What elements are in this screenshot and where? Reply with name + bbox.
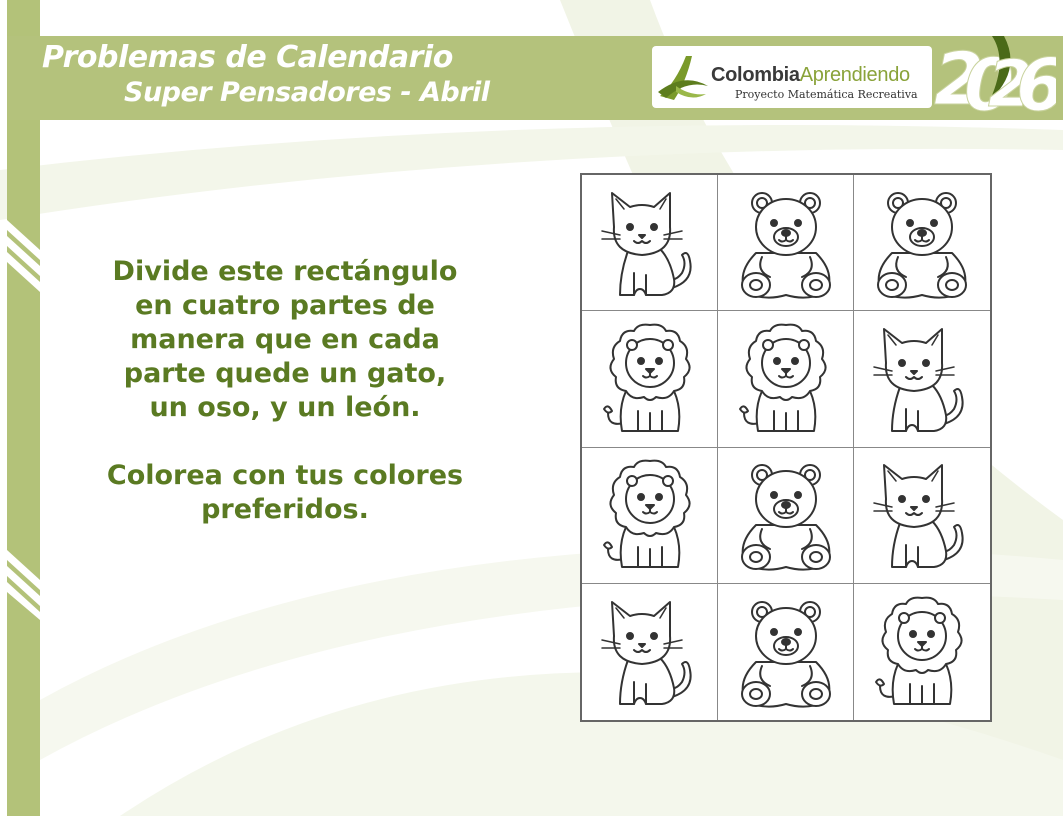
colombia-aprendiendo-logo-icon [658, 56, 708, 100]
animal-grid[interactable] [580, 173, 992, 722]
brand-subtitle: Proyecto Matemática Recreativa [735, 88, 918, 101]
grid-cell-3[interactable] [854, 175, 990, 312]
year-digit-4: 6 [1016, 43, 1056, 116]
lion-icon [602, 459, 691, 569]
brand-name-part1: Colombia [711, 64, 800, 86]
cat-icon [600, 191, 692, 296]
brand-name: ColombiaAprendiendo [711, 64, 910, 87]
cat-icon [873, 327, 964, 432]
cat-icon [873, 464, 964, 569]
grid-cell-1[interactable] [582, 175, 718, 312]
lion-icon [602, 323, 691, 432]
bear-icon [740, 464, 831, 571]
grid-cell-12[interactable] [854, 584, 990, 720]
grid-cell-2[interactable] [718, 175, 854, 312]
bear-icon [740, 191, 831, 299]
bear-icon [740, 600, 831, 708]
grid-cell-11[interactable] [718, 583, 854, 720]
grid-cell-9[interactable] [854, 448, 990, 584]
instruction-text: Divide este rectángulo en cuatro partes … [112, 256, 458, 423]
logo-panel [652, 46, 932, 108]
grid-cell-5[interactable] [718, 311, 854, 448]
bear-icon [877, 191, 967, 299]
year-digit-3: 2 [988, 48, 1033, 116]
grid-cell-7[interactable] [582, 447, 718, 584]
brand-name-part2: Aprendiendo [799, 64, 910, 86]
grid-cell-4[interactable] [582, 311, 718, 448]
grid-cell-8[interactable] [718, 447, 854, 584]
coloring-instruction: Colorea con tus colores preferidos. [106, 460, 464, 525]
grid-cell-6[interactable] [854, 311, 990, 448]
cat-icon [600, 600, 692, 705]
page-subtitle: Super Pensadores - Abril [124, 77, 490, 108]
year-digit-1: 2 [934, 37, 984, 116]
instructions: Divide este rectángulo en cuatro partes … [100, 255, 470, 527]
page-title: Problemas de Calendario [42, 40, 453, 75]
grid-cell-10[interactable] [582, 583, 718, 720]
lion-icon [875, 596, 963, 705]
left-accent-strip [7, 0, 40, 816]
year-logo: 2 0 2 6 [934, 36, 1056, 116]
chevron-decoration [7, 220, 40, 620]
lion-icon [738, 323, 827, 432]
